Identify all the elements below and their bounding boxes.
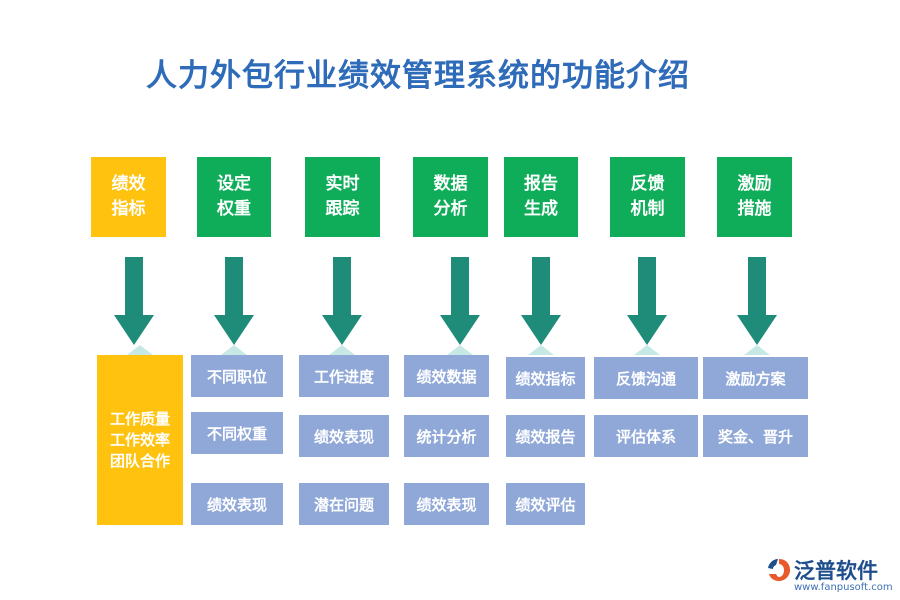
- sub-item-box: 绩效指标: [506, 357, 585, 399]
- pointer-triangle: [447, 345, 473, 355]
- header-line2: 指标: [111, 199, 146, 219]
- header-line1: 反馈: [630, 174, 665, 194]
- detail-line: 工作质量: [109, 409, 170, 428]
- header-box-realtime-tracking: 实时跟踪: [305, 157, 380, 237]
- pointer-triangle: [744, 345, 770, 355]
- detail-line: 团队合作: [109, 451, 170, 470]
- header-line2: 跟踪: [325, 199, 360, 219]
- pointer-triangle: [634, 345, 660, 355]
- sub-item-box: 绩效表现: [191, 483, 283, 525]
- arrow-down-icon: [440, 257, 480, 345]
- arrow-down-icon: [114, 257, 154, 345]
- page-title: 人力外包行业绩效管理系统的功能介绍: [146, 58, 690, 94]
- arrow-down-icon: [521, 257, 561, 345]
- sub-item-box: 工作进度: [299, 355, 389, 397]
- sub-item-box: 激励方案: [703, 357, 808, 399]
- pointer-triangle: [329, 345, 355, 355]
- pointer-triangle: [127, 345, 153, 355]
- header-box-report-generation: 报告生成: [504, 157, 578, 237]
- sub-item-box: 奖金、晋升: [703, 415, 808, 457]
- sub-item-box: 绩效表现: [299, 415, 389, 457]
- header-box-feedback-mechanism: 反馈机制: [610, 157, 685, 237]
- sub-item-box: 反馈沟通: [594, 357, 698, 399]
- indicator-detail-box: 工作质量 工作效率 团队合作: [97, 355, 183, 525]
- sub-item-box: 统计分析: [404, 415, 489, 457]
- arrow-down-icon: [214, 257, 254, 345]
- fanpu-logo-icon: [768, 559, 790, 581]
- header-line2: 分析: [433, 199, 468, 219]
- sub-item-box: 绩效评估: [506, 483, 585, 525]
- header-line1: 激励: [737, 174, 772, 194]
- header-line2: 措施: [737, 199, 772, 219]
- sub-item-box: 潜在问题: [299, 483, 389, 525]
- header-line2: 机制: [630, 199, 665, 219]
- sub-item-box: 不同职位: [191, 355, 283, 397]
- sub-item-box: 不同权重: [191, 412, 283, 454]
- header-line1: 绩效: [111, 174, 146, 194]
- brand-name: 泛普软件: [794, 559, 878, 583]
- sub-item-box: 绩效报告: [506, 415, 585, 457]
- header-line1: 实时: [325, 174, 360, 194]
- header-line1: 设定: [217, 174, 251, 194]
- sub-item-box: 绩效表现: [404, 483, 489, 525]
- header-line2: 权重: [217, 199, 251, 219]
- header-box-performance-indicators: 绩效指标: [91, 157, 166, 237]
- header-box-set-weights: 设定权重: [197, 157, 271, 237]
- brand-url: www.fanpusoft.com: [794, 582, 893, 593]
- sub-item-box: 绩效数据: [404, 355, 489, 397]
- sub-item-box: 评估体系: [594, 415, 698, 457]
- arrow-down-icon: [322, 257, 362, 345]
- header-line2: 生成: [524, 199, 558, 219]
- header-line1: 数据: [433, 174, 468, 194]
- detail-line: 工作效率: [109, 430, 170, 449]
- pointer-triangle: [528, 345, 554, 355]
- header-box-data-analysis: 数据分析: [413, 157, 488, 237]
- pointer-triangle: [221, 345, 247, 355]
- arrow-down-icon: [627, 257, 667, 345]
- arrow-down-icon: [737, 257, 777, 345]
- brand-logo: 泛普软件 www.fanpusoft.com: [766, 555, 893, 595]
- header-line1: 报告: [524, 174, 558, 194]
- header-box-incentive-measures: 激励措施: [717, 157, 792, 237]
